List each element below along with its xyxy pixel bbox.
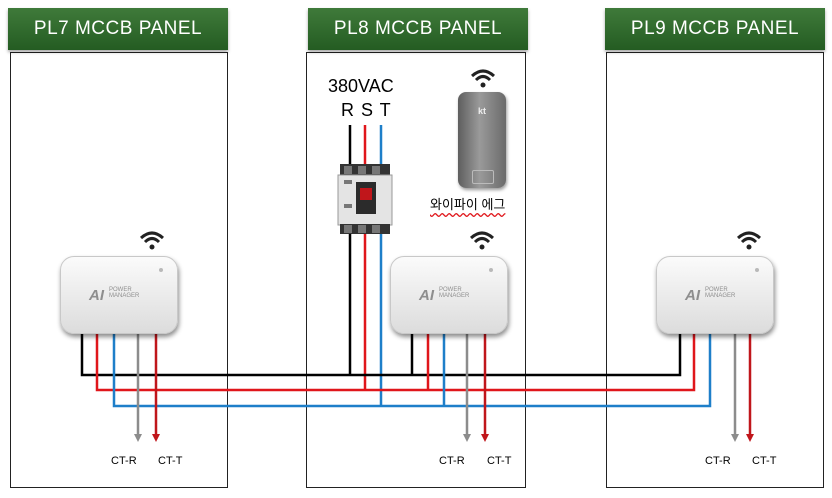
- pl9-ct-t-label: CT-T: [752, 455, 777, 467]
- wifi-egg-router: kt: [458, 92, 506, 188]
- device-name-line2: MANAGER: [705, 293, 736, 299]
- pl7-ct-r-label: CT-R: [111, 455, 137, 467]
- device-logo: AI: [419, 287, 434, 304]
- router-brand: kt: [477, 106, 486, 116]
- device-name-line1: POWER: [439, 287, 462, 293]
- bus-blue: [112, 333, 712, 408]
- router-wifi-icon: [470, 69, 496, 88]
- pl9-wifi-icon: [736, 231, 762, 250]
- device-name-line1: POWER: [705, 287, 728, 293]
- mccb-breaker: [337, 164, 393, 234]
- router-caption: 와이파이 에그: [430, 197, 506, 212]
- pl8-ct-t-label: CT-T: [487, 455, 512, 467]
- pl8-wifi-icon: [469, 231, 495, 250]
- pl7-ct-t-label: CT-T: [158, 455, 183, 467]
- pl7-wifi-icon: [139, 231, 165, 250]
- status-led: [489, 268, 493, 272]
- device-name-line2: MANAGER: [439, 293, 470, 299]
- pl9-panel-title: PL9 MCCB PANEL: [605, 8, 825, 50]
- bus-black: [80, 333, 682, 377]
- status-led: [755, 268, 759, 272]
- supply-voltage-label: 380VAC: [328, 76, 394, 96]
- router-port: [472, 170, 494, 184]
- status-led: [159, 268, 163, 272]
- device-name-line2: MANAGER: [109, 293, 140, 299]
- pl8-panel-title: PL8 MCCB PANEL: [308, 8, 528, 50]
- supply-phase-labels: R S T: [341, 100, 391, 120]
- device-logo: AI: [685, 287, 700, 304]
- pl7-panel-title: PL7 MCCB PANEL: [8, 8, 228, 50]
- device-logo: AI: [89, 287, 104, 304]
- pl8-ct-r-label: CT-R: [439, 455, 465, 467]
- pl9-ct-r-label: CT-R: [705, 455, 731, 467]
- bus-red: [95, 333, 696, 392]
- device-name-line1: POWER: [109, 287, 132, 293]
